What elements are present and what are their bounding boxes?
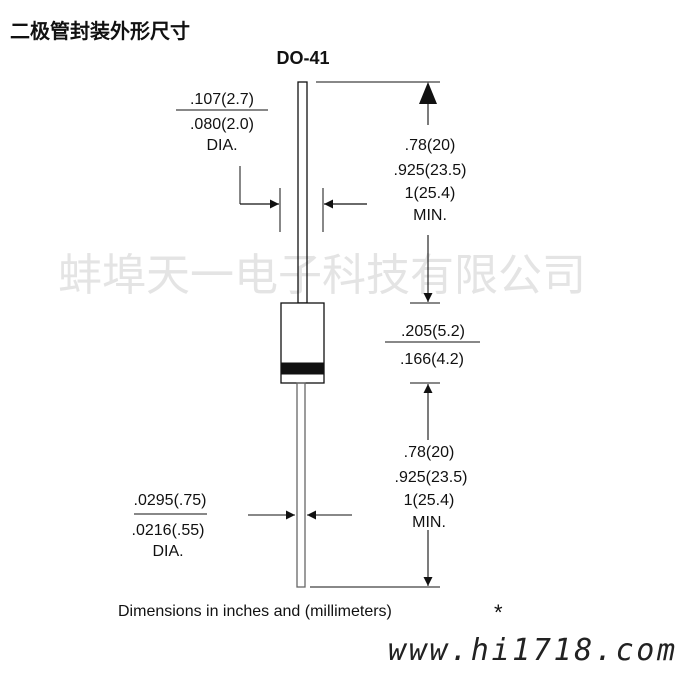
lead-dia-max: .107(2.7): [190, 91, 254, 108]
diode-drawing: [280, 81, 325, 588]
lower-length-4: MIN.: [412, 514, 446, 531]
length-dimensions: [310, 81, 480, 588]
footnote-asterisk: *: [494, 600, 503, 625]
footnote: Dimensions in inches and (millimeters): [118, 603, 392, 620]
lead-dia-min: .080(2.0): [190, 116, 254, 133]
wire-dia-max: .0295(.75): [134, 492, 207, 509]
lead-diameter-dimension: [176, 109, 367, 232]
lower-length-2: .925(23.5): [395, 469, 468, 486]
upper-length-1: .78(20): [405, 137, 456, 154]
body-length-max: .205(5.2): [401, 323, 465, 340]
wire-diameter-dimension: [134, 510, 352, 520]
cathode-band: [280, 362, 325, 375]
upper-length-4: MIN.: [413, 207, 447, 224]
lead-dia-suffix: DIA.: [206, 137, 237, 154]
watermark-url: www.hi1718.com: [388, 633, 675, 668]
lower-length-1: .78(20): [404, 444, 455, 461]
wire-dia-suffix: DIA.: [152, 543, 183, 560]
lower-length-3: 1(25.4): [404, 492, 455, 509]
arrow-up-icon: [419, 82, 437, 104]
package-name: DO-41: [276, 48, 329, 68]
lower-lead: [296, 382, 306, 588]
upper-length-3: 1(25.4): [405, 185, 456, 202]
upper-length-2: .925(23.5): [394, 162, 467, 179]
body-length-min: .166(4.2): [400, 351, 464, 368]
watermark: 蚌埠天一电子科技有限公司: [58, 250, 586, 301]
wire-dia-min: .0216(.55): [132, 522, 205, 539]
page-title: 二极管封装外形尺寸: [10, 19, 190, 43]
